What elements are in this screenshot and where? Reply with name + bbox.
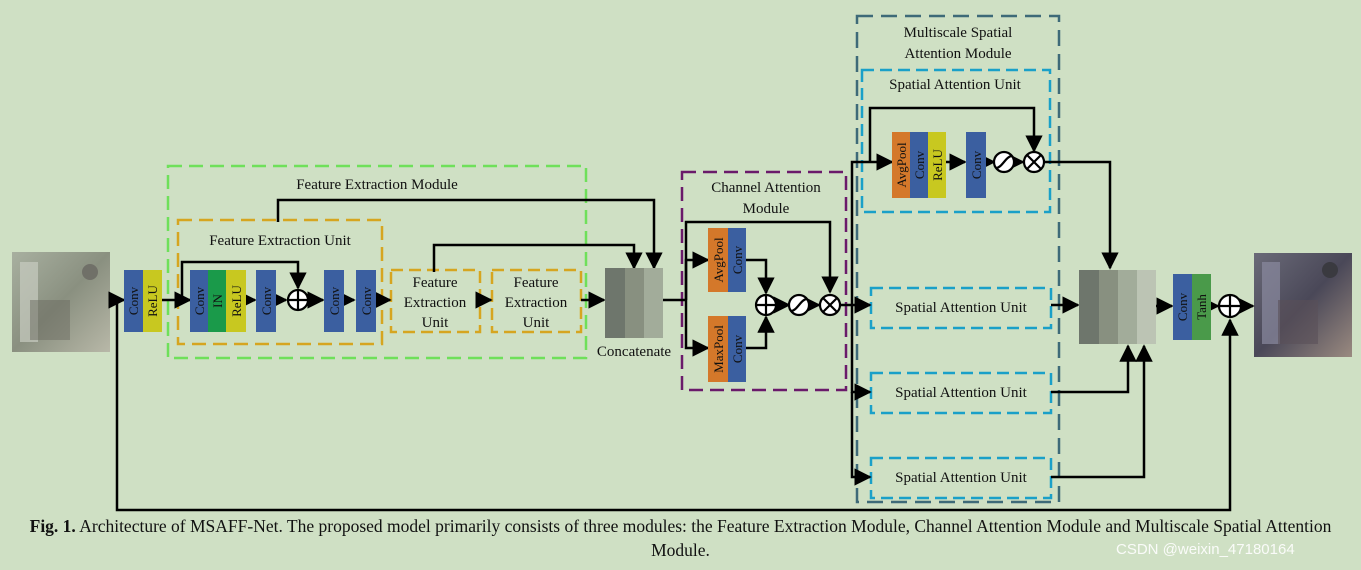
feu-small-2-line-2: Extraction (505, 295, 568, 311)
conv-block-fe-3: Conv (356, 270, 376, 332)
msam-concatenate-stack (1079, 270, 1156, 344)
conv-block-fe-1: Conv (256, 270, 276, 332)
conv-tanh-block: Conv Tanh (1173, 274, 1211, 340)
multiscale-spatial-attention-module-border (855, 14, 1061, 504)
sigmoid-icon (787, 293, 811, 317)
add-icon (754, 293, 778, 317)
feature-extraction-module-border (166, 164, 588, 360)
caption-text: Architecture of MSAFF-Net. The proposed … (75, 516, 1332, 560)
spatial-attention-unit-top-border (860, 68, 1052, 214)
msam-label-line-1: Multiscale Spatial (904, 25, 1013, 41)
caption-bold: Fig. 1. (29, 516, 76, 536)
feature-extraction-module-label: Feature Extraction Module (296, 177, 458, 193)
conv-label: Conv (912, 150, 927, 179)
spatial-attention-unit-3-label: Spatial Attention Unit (895, 385, 1027, 401)
tanh-label: Tanh (1194, 294, 1209, 320)
feu-small-1-line-1: Feature (413, 275, 458, 291)
add-icon (286, 288, 310, 312)
maxpool-label: MaxPool (711, 325, 726, 373)
conv-relu-block-1: Conv ReLU (124, 270, 162, 332)
conv-label: Conv (730, 245, 745, 274)
maxpool-conv-block: MaxPool Conv (708, 316, 746, 382)
feu-small-1-line-3: Unit (422, 315, 450, 331)
relu-label: ReLU (930, 149, 945, 181)
connections (108, 106, 1255, 512)
feu-small-2-line-3: Unit (523, 315, 551, 331)
conv-label: Conv (259, 286, 274, 315)
channel-attention-module-line-2: Module (743, 201, 790, 217)
avgpool-conv-block: AvgPool Conv (708, 228, 746, 292)
feu-small-2-line-1: Feature (514, 275, 559, 291)
conv-label: Conv (192, 286, 207, 315)
conv-block-sau: Conv (966, 132, 986, 198)
input-image (12, 252, 110, 352)
relu-label: ReLU (229, 285, 244, 317)
conv-label: Conv (327, 286, 342, 315)
conv-label: Conv (359, 286, 374, 315)
feu-small-1-line-2: Extraction (404, 295, 467, 311)
spatial-attention-unit-top-label: Spatial Attention Unit (889, 77, 1021, 93)
multiply-icon (1022, 150, 1046, 174)
conv-label: Conv (969, 150, 984, 179)
output-image (1254, 253, 1352, 357)
conv-label: Conv (126, 286, 141, 315)
spatial-attention-unit-4-label: Spatial Attention Unit (895, 470, 1027, 486)
avgpool-conv-relu-block: AvgPool Conv ReLU (892, 132, 946, 198)
feature-extraction-unit-border (176, 218, 384, 346)
figure-caption: Fig. 1. Architecture of MSAFF-Net. The p… (0, 514, 1361, 562)
watermark: CSDN @weixin_47180164 (1116, 541, 1295, 558)
in-label: IN (210, 294, 225, 308)
avgpool-label: AvgPool (894, 142, 909, 188)
avgpool-label: AvgPool (711, 237, 726, 283)
add-icon (1217, 293, 1243, 319)
msam-label-line-2: Attention Module (904, 46, 1011, 62)
conv-label: Conv (1175, 292, 1190, 321)
multiply-icon (818, 293, 842, 317)
channel-attention-module-line-1: Channel Attention (711, 180, 821, 196)
channel-attention-module-border (680, 170, 848, 392)
spatial-attention-unit-2-label: Spatial Attention Unit (895, 300, 1027, 316)
relu-label: ReLU (145, 285, 160, 317)
concatenate-stack (605, 268, 663, 338)
conv-in-relu-block: Conv IN ReLU (190, 270, 246, 332)
feature-extraction-unit-label: Feature Extraction Unit (209, 233, 351, 249)
sigmoid-icon (992, 150, 1016, 174)
conv-label: Conv (730, 334, 745, 363)
concatenate-label: Concatenate (597, 344, 671, 360)
conv-block-fe-2: Conv (324, 270, 344, 332)
